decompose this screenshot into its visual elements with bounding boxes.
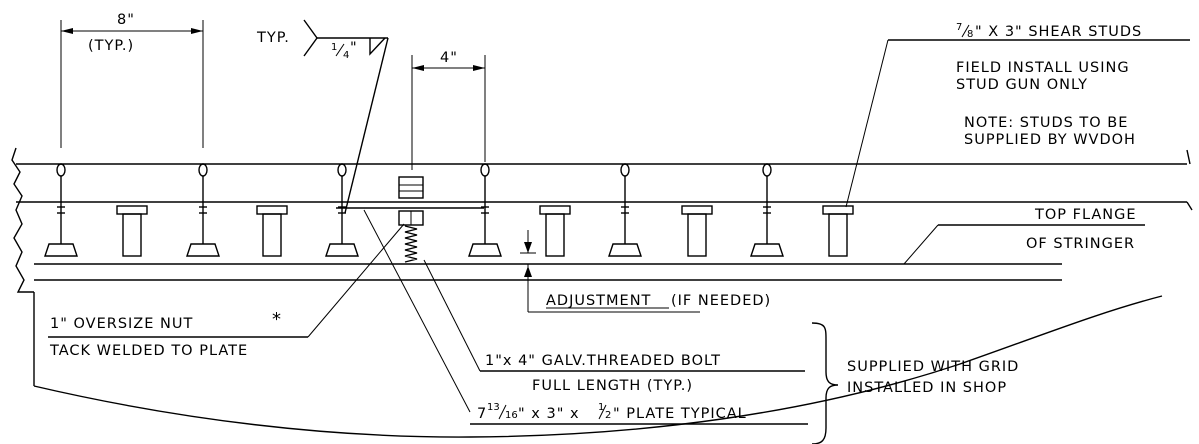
stud-spacing-label: 8" — [117, 12, 135, 28]
supply-callout: SUPPLIED WITH GRID INSTALLED IN SHOP — [811, 322, 1019, 444]
weld-size-unit: " — [350, 40, 358, 56]
bearing-bar — [681, 205, 713, 257]
weld-typ: TYP. — [256, 30, 290, 46]
weld-size-den: 4 — [343, 50, 349, 61]
shear-stud — [44, 163, 78, 257]
stud-install-line1: FIELD INSTALL USING — [956, 60, 1130, 76]
plate-frac2-num: 1 — [598, 402, 604, 413]
leveling-bolt — [336, 176, 484, 263]
bearing-bar — [256, 205, 288, 257]
bearing-bar — [116, 205, 148, 257]
shear-stud — [608, 163, 642, 257]
supply-line2: INSTALLED IN SHOP — [847, 380, 1007, 396]
stringer-line2: OF STRINGER — [1026, 236, 1135, 252]
shear-stud — [325, 163, 359, 257]
plate-mid: " x 3" x — [518, 406, 580, 422]
shear-stud — [186, 163, 220, 257]
stud-group — [44, 163, 784, 257]
stud-size-den: 8 — [967, 29, 973, 40]
stud-note-line1: NOTE: STUDS TO BE — [964, 115, 1128, 131]
bolt-spacing-label: 4" — [440, 50, 458, 66]
shear-stud — [468, 163, 502, 257]
nut-callout: 1" OVERSIZE NUT * TACK WELDED TO PLATE — [48, 223, 405, 359]
bolt-spacing-dimension: 4" — [411, 50, 486, 170]
stringer-line1: TOP FLANGE — [1034, 207, 1137, 223]
weld-symbol: TYP. 1 4 " — [256, 19, 389, 214]
bolt-line2: FULL LENGTH (TYP.) — [532, 378, 693, 394]
plate-rest: " PLATE TYPICAL — [613, 406, 747, 422]
bearing-bar — [822, 205, 854, 257]
nut-line1: 1" OVERSIZE NUT — [50, 316, 193, 332]
weld-size-num: 1 — [331, 42, 337, 53]
plate-frac-num: 13 — [487, 402, 500, 413]
plate-whole: 7 — [477, 406, 487, 422]
supply-line1: SUPPLIED WITH GRID — [847, 359, 1019, 375]
right-break-line — [1186, 149, 1193, 211]
bolt-line1: 1"x 4" GALV.THREADED BOLT — [485, 353, 721, 369]
plate-frac-den: 16 — [505, 410, 518, 421]
nut-line2: TACK WELDED TO PLATE — [49, 343, 248, 359]
plate-frac2-den: 2 — [605, 410, 611, 421]
deck-outline — [11, 147, 1187, 438]
stud-spacing-dimension: 8" (TYP.) — [60, 12, 204, 148]
stud-size-label: " X 3" SHEAR STUDS — [975, 24, 1142, 40]
plate-callout: 7 13 16 " x 3" x 1 2 " PLATE TYPICAL — [363, 209, 808, 425]
stud-note-line2: SUPPLIED BY WVDOH — [964, 132, 1136, 148]
stud-install-line2: STUD GUN ONLY — [956, 77, 1088, 93]
stud-spacing-note: (TYP.) — [88, 38, 134, 54]
stud-size-num: 7 — [956, 22, 962, 33]
adjustment-dimension: ADJUSTMENT (IF NEEDED) — [520, 230, 771, 313]
bearing-bar — [539, 205, 571, 257]
shear-stud — [750, 163, 784, 257]
stringer-callout: TOP FLANGE OF STRINGER — [903, 207, 1145, 265]
nut-asterisk: * — [272, 309, 282, 330]
bar-group — [116, 205, 854, 257]
bolt-callout: 1"x 4" GALV.THREADED BOLT FULL LENGTH (T… — [423, 259, 805, 394]
adjustment-label: ADJUSTMENT — [546, 293, 651, 309]
adjustment-note: (IF NEEDED) — [671, 293, 771, 309]
shear-stud-callout: 7 8 " X 3" SHEAR STUDS FIELD INSTALL USI… — [845, 22, 1190, 208]
